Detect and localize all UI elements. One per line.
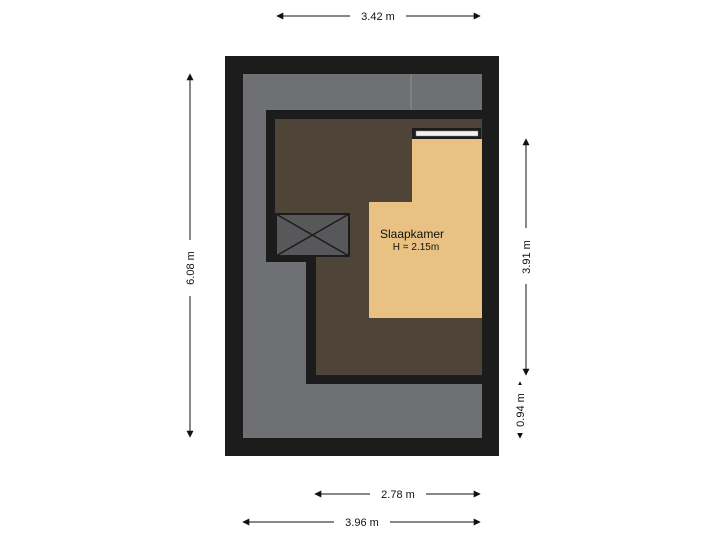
dim-left-label: 6.08 m xyxy=(185,251,197,285)
dim-bottom-inner-label: 2.78 m xyxy=(381,489,415,501)
dim-right-upper-label: 3.91 m xyxy=(521,240,533,274)
stair-cross-b xyxy=(275,213,350,257)
dim-right-lower-label: 0.94 m xyxy=(515,393,527,427)
room-name: Slaapkamer xyxy=(380,227,444,241)
dim-top-label: 3.42 m xyxy=(361,11,395,23)
dim-bottom-outer-label: 3.96 m xyxy=(345,517,379,529)
room-height: H = 2.15m xyxy=(393,242,439,253)
window-glass xyxy=(415,130,479,137)
room-floor xyxy=(369,139,482,318)
